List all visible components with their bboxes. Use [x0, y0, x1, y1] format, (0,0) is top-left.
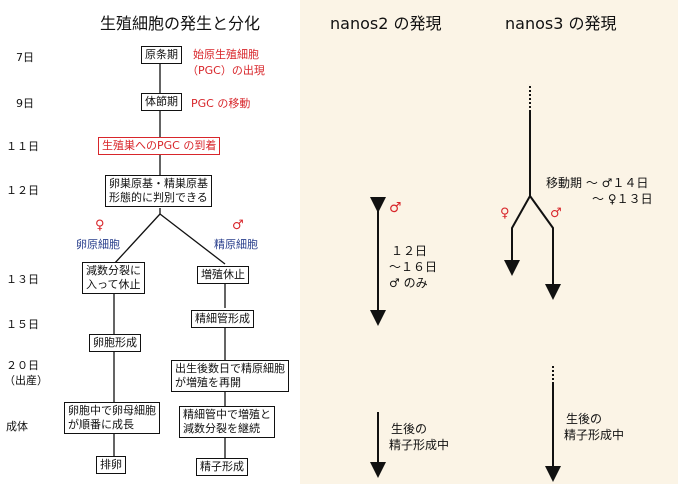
- nanos2-range-start: １２日: [391, 244, 428, 258]
- stage-box-primitive-streak: 原条期: [141, 46, 182, 64]
- gonad-line: 形態的に判別できる: [109, 191, 208, 204]
- pgc-migration-note: PGC の移動: [191, 97, 251, 110]
- pgc-appearance-note: 始原生殖細胞: [193, 48, 259, 61]
- nanos2-adult-label: 生後の: [391, 422, 428, 436]
- nanos3-male-symbol: ♂: [550, 206, 562, 221]
- proliferation-arrest-box: 増殖休止: [197, 266, 249, 284]
- box-line: 減数分裂に: [86, 264, 141, 277]
- left-title: 生殖細胞の発生と分化: [100, 14, 261, 33]
- nanos3-female-symbol: ♀: [500, 206, 510, 221]
- box-line: 減数分裂を継続: [183, 422, 260, 435]
- box-line: 精細管中で増殖と: [183, 408, 271, 421]
- female-symbol: ♀: [95, 218, 105, 233]
- gonad-line: 卵巣原基・精巣原基: [109, 177, 208, 190]
- nanos3-migration-range: 移動期 ～ ♂１４日: [546, 176, 649, 190]
- nanos3-panel: [472, 0, 678, 484]
- oocyte-growth-box: 卵胞中で卵母細胞 が順番に成長: [64, 402, 160, 434]
- seminiferous-tubule-box: 精細管形成: [191, 310, 254, 328]
- follicle-formation-box: 卵胞形成: [89, 334, 141, 352]
- nanos3-adult-label: 生後の: [566, 412, 603, 426]
- nanos3-title: nanos3 の発現: [505, 14, 617, 33]
- male-symbol: ♂: [232, 218, 244, 233]
- box-line: 出生後数日で精原細胞: [175, 362, 285, 375]
- nanos3-female-range: ～ ♀１３日: [592, 192, 653, 206]
- day-label: １２日: [6, 184, 39, 197]
- nanos2-title: nanos2 の発現: [330, 14, 442, 33]
- gonad-differentiation-box: 卵巣原基・精巣原基 形態的に判別できる: [105, 175, 212, 207]
- meiosis-arrest-box: 減数分裂に 入って休止: [82, 262, 145, 294]
- meiosis-continue-box: 精細管中で増殖と 減数分裂を継続: [179, 406, 275, 438]
- box-line: 卵胞中で卵母細胞: [68, 404, 156, 417]
- nanos2-adult-label: 精子形成中: [389, 438, 450, 452]
- spermatogenesis-box: 精子形成: [196, 458, 248, 476]
- box-line: 入って休止: [86, 278, 141, 291]
- pgc-appearance-note: （PGC）の出現: [187, 64, 265, 77]
- day-label: １３日: [6, 273, 39, 286]
- stage-box-somite: 体節期: [141, 93, 182, 111]
- day-label: １１日: [6, 140, 39, 153]
- nanos3-adult-label: 精子形成中: [564, 428, 625, 442]
- spermatogonia-label: 精原細胞: [214, 238, 258, 251]
- day-label: 7日: [16, 51, 34, 64]
- day-label: 成体: [6, 420, 28, 433]
- nanos2-panel: [300, 0, 472, 484]
- box-line: が順番に成長: [68, 418, 134, 431]
- oogonia-label: 卵原細胞: [76, 238, 120, 251]
- day-label: （出産）: [4, 374, 48, 387]
- nanos2-male-symbol: ♂: [389, 200, 402, 216]
- day-label: ２０日: [6, 359, 39, 372]
- box-line: が増殖を再開: [175, 376, 241, 389]
- nanos2-male-only: ♂ のみ: [389, 276, 428, 290]
- ovulation-box: 排卵: [96, 456, 126, 474]
- proliferation-resume-box: 出生後数日で精原細胞 が増殖を再開: [171, 360, 289, 392]
- pgc-arrival-box: 生殖巣へのPGC の到着: [98, 137, 221, 155]
- nanos2-range-end: ～１６日: [389, 260, 438, 274]
- day-label: １５日: [6, 318, 39, 331]
- day-label: 9日: [16, 97, 34, 110]
